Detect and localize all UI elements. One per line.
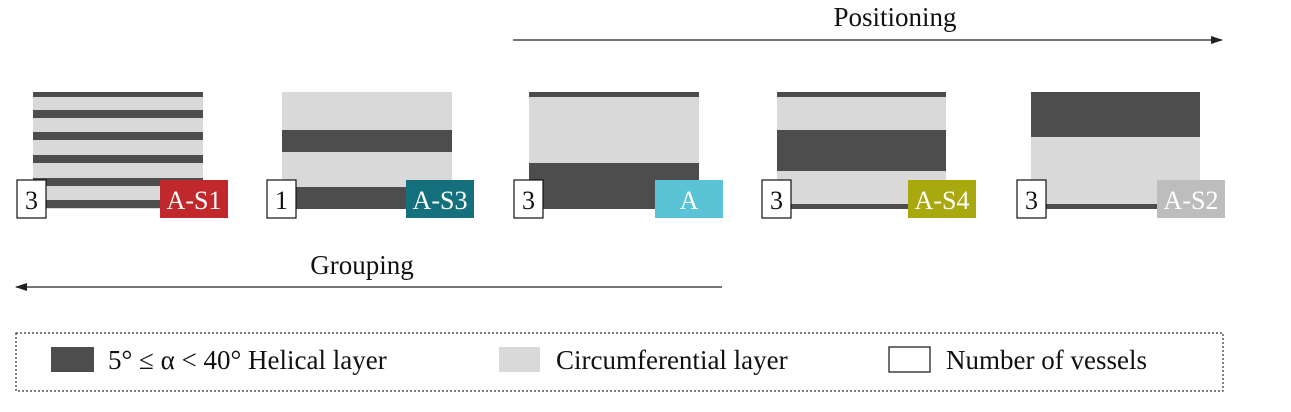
sample-code-badge (908, 180, 976, 218)
vessel-count-box (761, 179, 792, 219)
helical-layer (33, 132, 203, 140)
vessels-legend-label: Number of vessels (946, 345, 1147, 375)
sample-a: 3 A (513, 92, 723, 219)
sample-code: A-S2 (1164, 186, 1219, 215)
vessel-count: 3 (770, 186, 783, 215)
sample-code-badge (1157, 180, 1225, 218)
sample-code-badge (655, 180, 723, 218)
grouping-label: Grouping (310, 250, 414, 280)
vessel-count: 3 (1025, 186, 1038, 215)
helical-layer (777, 130, 946, 171)
helical-layer (33, 155, 203, 163)
circumferential-legend-label: Circumferential layer (556, 345, 788, 375)
helical-layer (777, 204, 946, 209)
vessel-count: 1 (275, 186, 288, 215)
vessel-count-box (266, 179, 297, 219)
sample-code-badge (160, 180, 228, 218)
legend-frame (15, 332, 1224, 392)
sample-code: A-S4 (915, 186, 970, 215)
helical-layer (33, 110, 203, 118)
helical-layer (1031, 204, 1200, 209)
sample-a-s4: 3 A-S4 (761, 92, 976, 219)
vessel-count: 3 (522, 186, 535, 215)
vessel-count: 3 (25, 186, 38, 215)
vessel-count-box (16, 179, 47, 219)
positioning-label: Positioning (833, 2, 956, 32)
helical-layer (777, 92, 946, 97)
sample-a-s1: 3 A-S1 (16, 92, 228, 219)
sample-code-badge (406, 180, 474, 218)
sample-code: A-S1 (167, 186, 222, 215)
helical-layer (33, 92, 203, 97)
vessel-count-box (1016, 179, 1047, 219)
circumferential-legend-swatch (499, 347, 540, 372)
vessels-legend-swatch (888, 346, 931, 373)
helical-layer (33, 178, 203, 186)
helical-legend-label: 5° ≤ α < 40° Helical layer (108, 345, 387, 375)
helical-layer (529, 92, 699, 97)
legend: 5° ≤ α < 40° Helical layer Circumferenti… (15, 332, 1224, 392)
sample-code: A (680, 186, 699, 215)
helical-layer (1031, 92, 1200, 137)
vessel-count-box (513, 179, 544, 219)
sample-a-s3: 1 A-S3 (266, 92, 474, 219)
sample-a-s2: 3 A-S2 (1016, 92, 1225, 219)
helical-legend-swatch (51, 347, 94, 372)
sample-code: A-S3 (413, 186, 468, 215)
helical-layer (33, 200, 203, 208)
helical-layer (282, 130, 452, 152)
